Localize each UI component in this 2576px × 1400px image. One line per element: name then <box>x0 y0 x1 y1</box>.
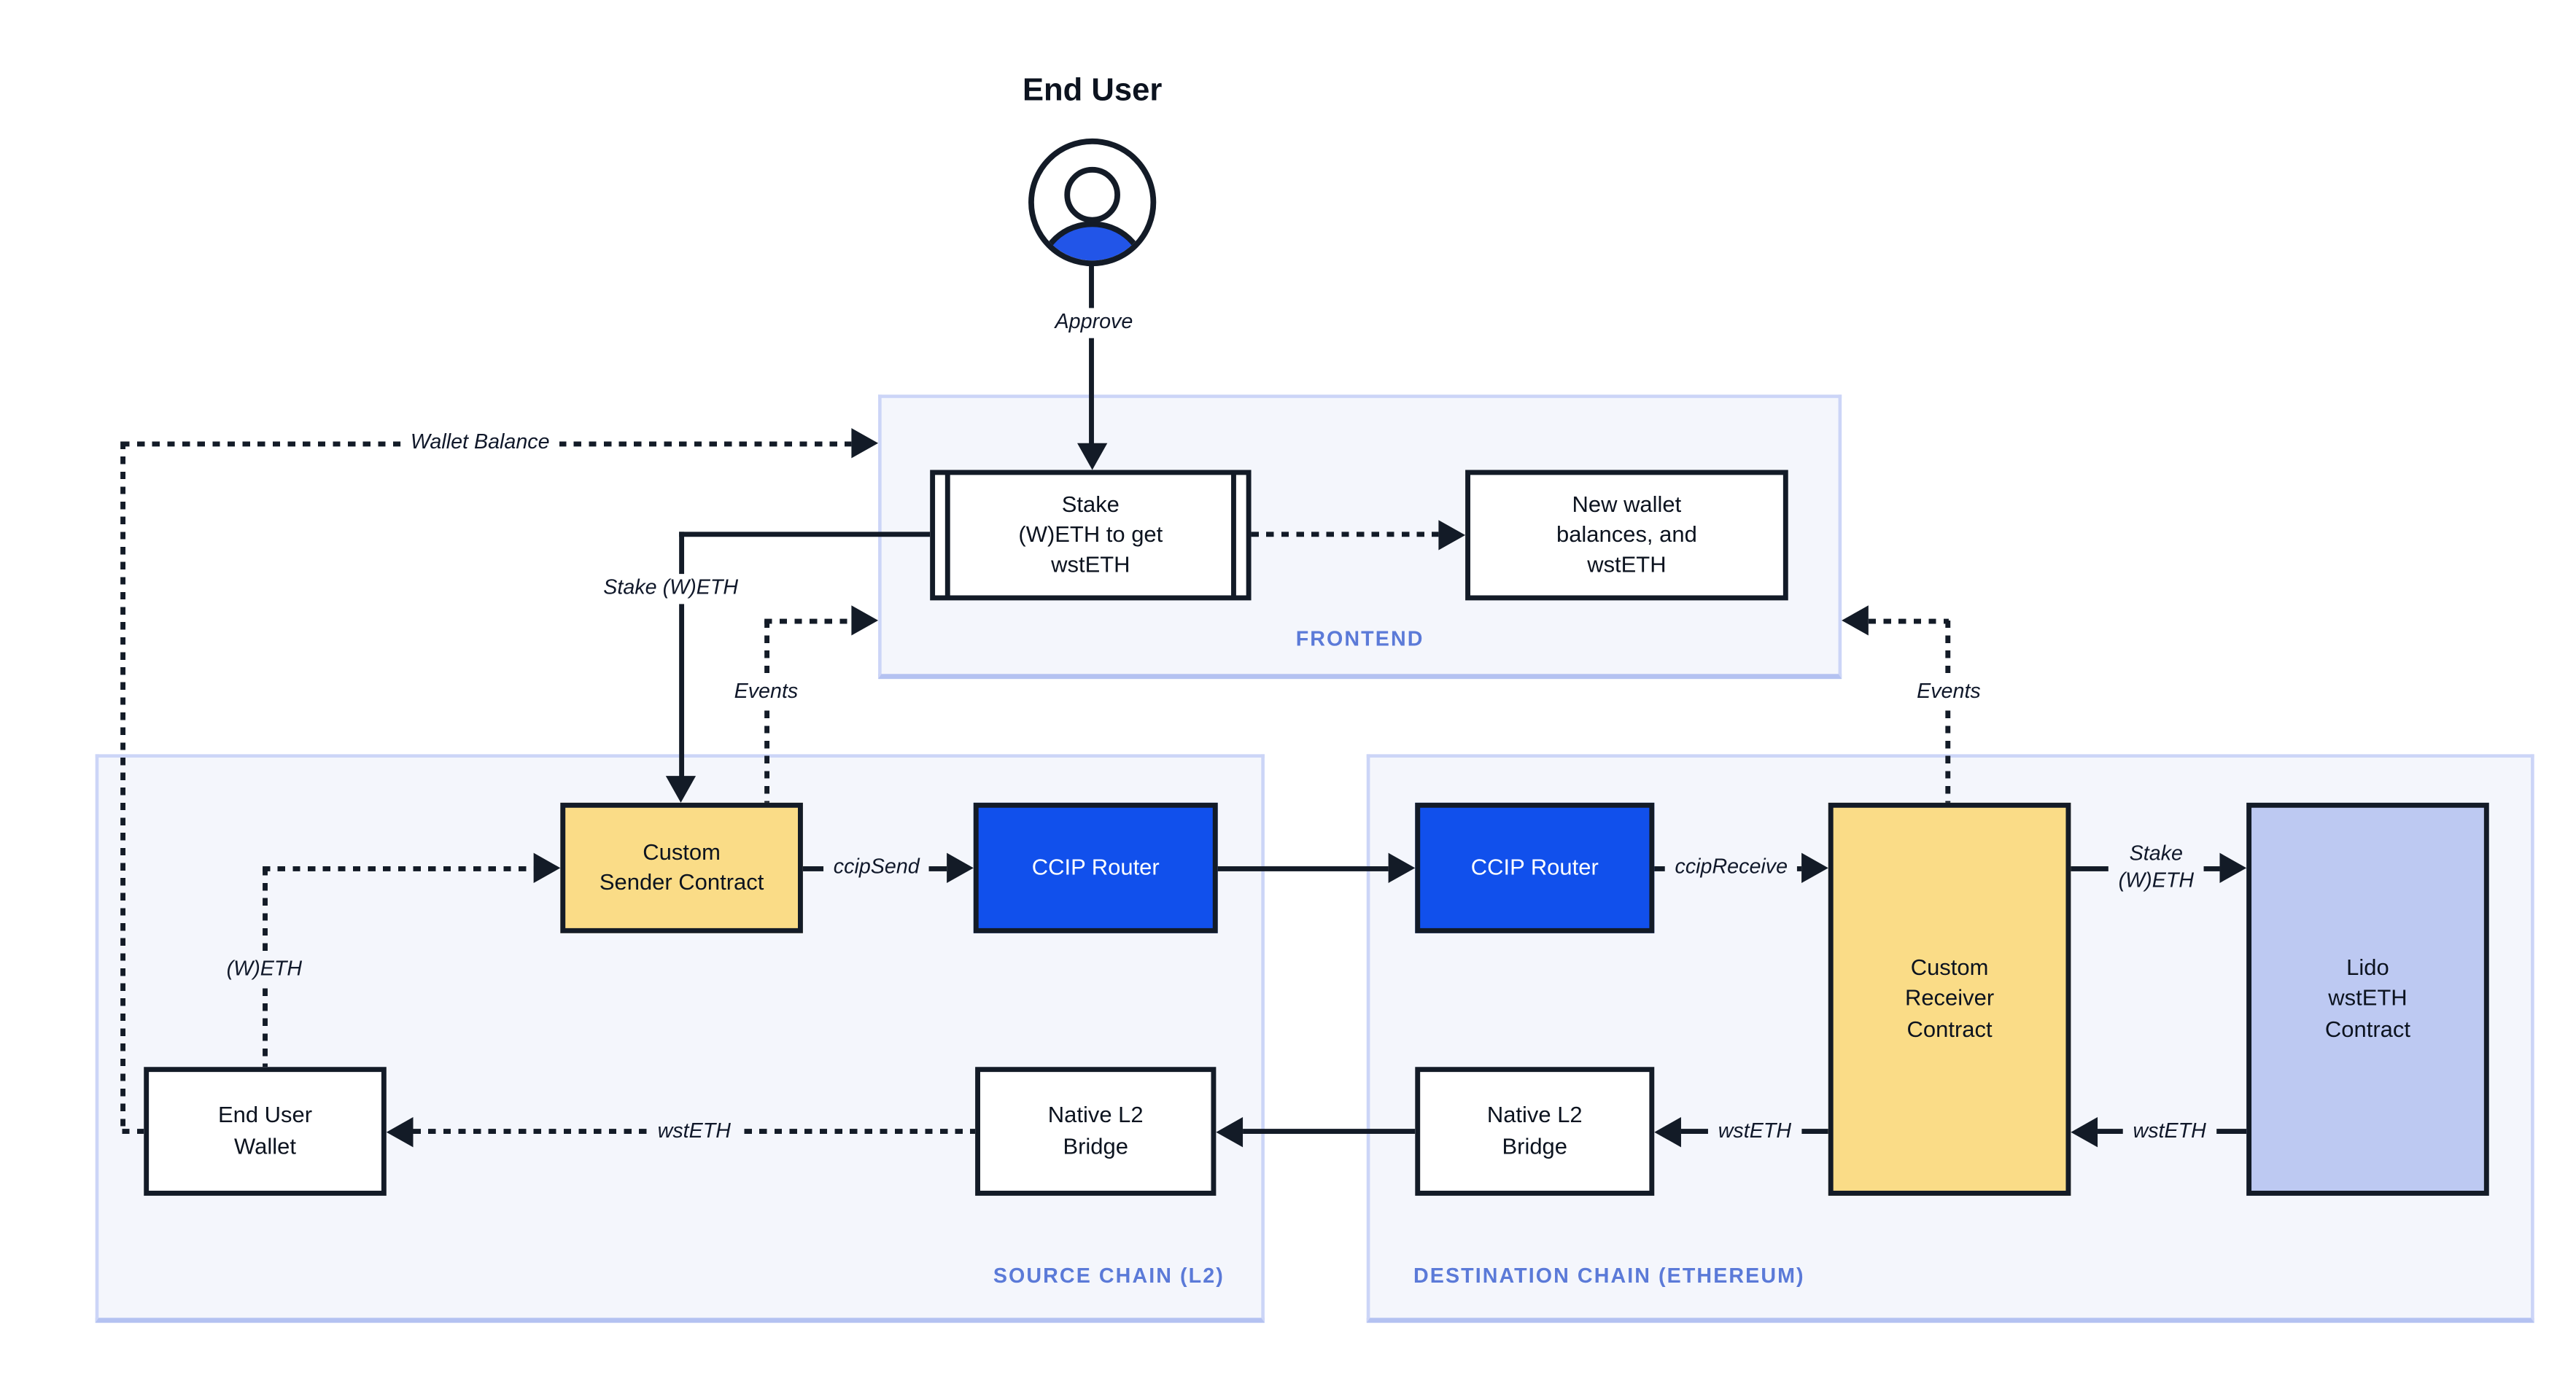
node-ccip-router-source: CCIP Router <box>973 802 1218 933</box>
node-end-user-wallet: End User Wallet <box>144 1067 387 1196</box>
node-custom-receiver-text: Custom Receiver Contract <box>1904 955 1995 1041</box>
edge-router-to-router-arrowhead <box>1388 852 1416 883</box>
edge-weth-label: (W)ETH <box>216 955 312 985</box>
source-chain-caption: SOURCE CHAIN (L2) <box>993 1264 1225 1288</box>
edge-wsteth-wallet-label: wstETH <box>647 1117 741 1147</box>
edge-ccipreceive-arrowhead <box>1801 852 1828 883</box>
edge-ccipsend-arrowhead <box>947 852 974 883</box>
node-ccip-router-source-text: CCIP Router <box>1031 854 1160 880</box>
frontend-caption: FRONTEND <box>1295 627 1424 651</box>
edge-events-left-arrowhead <box>851 605 879 636</box>
edge-events-left-vertical <box>764 620 770 803</box>
predefined-process-edge-right <box>1231 473 1236 597</box>
node-ccip-router-destination-text: CCIP Router <box>1470 854 1599 880</box>
edge-stake-weth-lido-label: Stake (W)ETH <box>2108 840 2204 896</box>
edge-stake-to-newwallet-arrowhead <box>1438 520 1466 551</box>
edge-stake-weth-vertical <box>679 532 685 778</box>
end-user-title: End User <box>1022 73 1163 109</box>
edge-wsteth-wallet-arrowhead <box>386 1117 414 1148</box>
edge-bridge-to-bridge-line <box>1243 1129 1416 1134</box>
destination-chain-caption: DESTINATION CHAIN (ETHEREUM) <box>1413 1264 1805 1288</box>
edge-events-right-horizontal <box>1868 618 1949 624</box>
edge-approve-arrowhead <box>1077 443 1108 470</box>
node-native-l2-bridge-destination: Native L2 Bridge <box>1415 1067 1655 1196</box>
edge-events-left-horizontal <box>764 618 852 624</box>
edge-wsteth-receiver-label: wstETH <box>1707 1117 1801 1147</box>
edge-stake-weth-horizontal <box>679 532 931 537</box>
edge-bridge-to-bridge-arrowhead <box>1216 1117 1244 1148</box>
end-user-icon <box>1024 133 1161 279</box>
edge-events-right-label: Events <box>1906 677 1991 707</box>
predefined-process-edge-left <box>944 473 950 597</box>
node-lido-text: Lido wstETH Contract <box>2324 955 2410 1041</box>
node-custom-sender-contract: Custom Sender Contract <box>560 802 803 933</box>
person-shoulders <box>1037 221 1147 261</box>
edge-weth-arrowhead <box>533 852 561 883</box>
edge-stake-weth-lido-arrowhead <box>2219 852 2247 883</box>
person-head <box>1064 166 1120 223</box>
edge-wallet-balance-vertical <box>120 441 126 1132</box>
node-native-l2-bridge-destination-text: Native L2 Bridge <box>1486 1102 1583 1159</box>
node-custom-receiver-contract: Custom Receiver Contract <box>1828 802 2071 1196</box>
node-custom-sender-text: Custom Sender Contract <box>599 839 764 895</box>
edge-stake-weth-arrowhead <box>665 776 697 803</box>
edge-wsteth-lido-arrowhead <box>2071 1117 2098 1148</box>
edge-approve-label: Approve <box>1044 308 1144 338</box>
edge-wsteth-receiver-arrowhead <box>1654 1117 1681 1148</box>
edge-events-right-arrowhead <box>1842 605 1869 636</box>
node-new-wallet-text: New wallet balances, and wstETH <box>1556 491 1697 578</box>
edge-events-right-vertical <box>1945 620 1951 803</box>
edge-wsteth-lido-label: wstETH <box>2122 1117 2216 1147</box>
node-stake-action-text: Stake (W)ETH to get wstETH <box>1018 491 1163 578</box>
edge-stake-weth-label: Stake (W)ETH <box>593 574 748 604</box>
node-lido-wsteth-contract: Lido wstETH Contract <box>2246 802 2489 1196</box>
edge-router-to-router-line <box>1217 866 1389 871</box>
node-native-l2-bridge-source-text: Native L2 Bridge <box>1047 1102 1144 1159</box>
edge-approve-line <box>1089 264 1094 446</box>
node-end-user-wallet-text: End User Wallet <box>217 1102 313 1159</box>
edge-weth-horizontal <box>263 866 534 871</box>
node-new-wallet: New wallet balances, and wstETH <box>1465 470 1788 601</box>
edge-ccipreceive-label: ccipReceive <box>1664 853 1798 883</box>
edge-wallet-balance-arrowhead <box>851 428 879 459</box>
edge-stake-to-newwallet-line <box>1251 532 1439 537</box>
edge-wallet-balance-label: Wallet Balance <box>400 428 560 458</box>
edge-events-left-label: Events <box>723 677 809 707</box>
node-ccip-router-destination: CCIP Router <box>1415 802 1655 933</box>
node-stake-action: Stake (W)ETH to get wstETH <box>930 470 1252 601</box>
node-native-l2-bridge-source: Native L2 Bridge <box>975 1067 1217 1196</box>
edge-wallet-balance-stub <box>122 1129 144 1134</box>
edge-ccipsend-label: ccipSend <box>823 853 930 883</box>
